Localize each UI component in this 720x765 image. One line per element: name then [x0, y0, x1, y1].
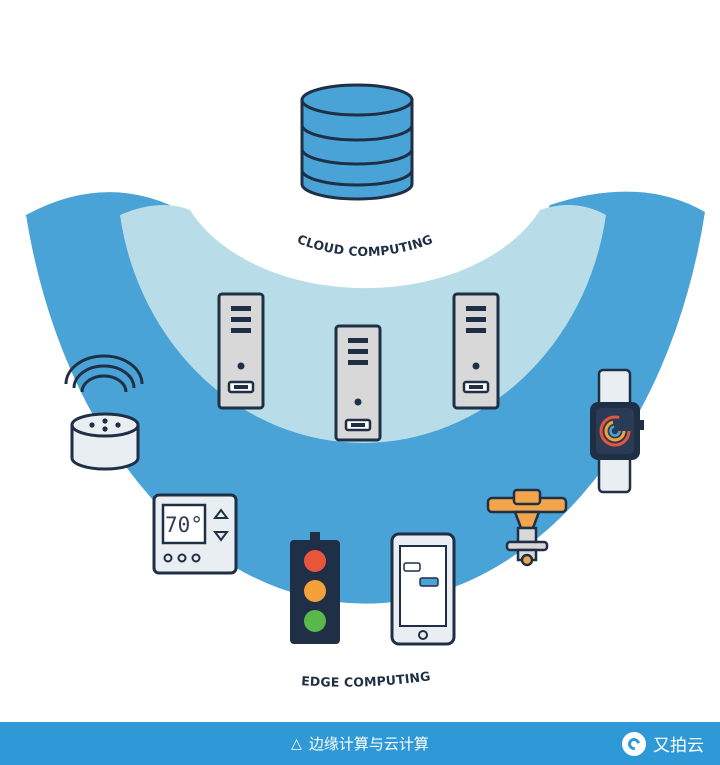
thermostat-display: 70° — [165, 513, 203, 537]
database-icon — [300, 83, 414, 201]
brand-logo-icon — [622, 731, 646, 756]
brand-name: 又拍云 — [653, 736, 704, 756]
triangle-icon: △ — [291, 735, 302, 752]
server-icon — [217, 292, 265, 410]
server-icon — [334, 324, 382, 442]
edge-computing-label: EDGE COMPUTING — [301, 668, 432, 689]
thermostat-icon: 70° — [152, 493, 238, 575]
edge-cloud-diagram: CLOUD COMPUTING EDGE COMPUTING — [26, 83, 705, 690]
water-valve-icon — [486, 488, 568, 567]
server-icon — [452, 292, 500, 410]
brand-watermark: 又拍云 — [622, 722, 704, 765]
smartwatch-icon — [590, 368, 644, 494]
cloud-computing-label: CLOUD COMPUTING — [295, 231, 434, 259]
traffic-light-icon — [290, 532, 340, 644]
smart-speaker-icon — [64, 354, 144, 471]
caption-bar: △ 边缘计算与云计算 又拍云 — [0, 722, 720, 765]
smartphone-icon — [390, 532, 456, 646]
caption-text: 边缘计算与云计算 — [308, 735, 429, 753]
